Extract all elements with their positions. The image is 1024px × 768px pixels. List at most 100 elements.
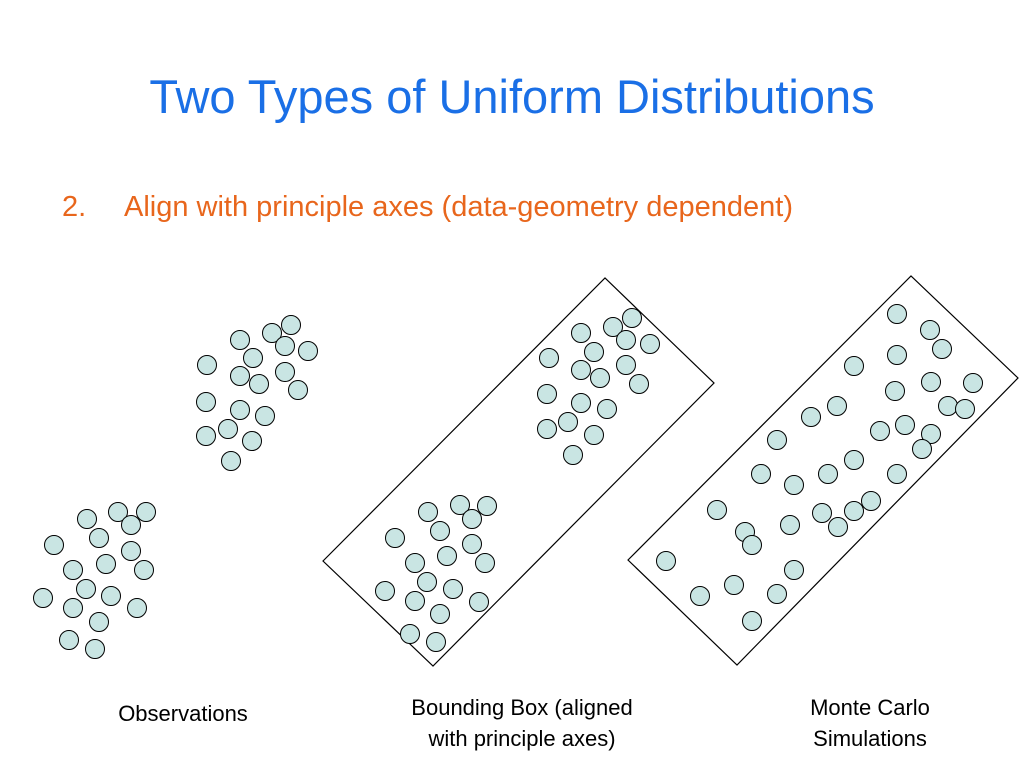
monte-carlo-point <box>751 464 771 484</box>
monte-carlo-point <box>844 356 864 376</box>
monte-carlo-point <box>932 339 952 359</box>
bounding-box-point <box>405 591 425 611</box>
observation-point <box>101 586 121 606</box>
monte-carlo-point <box>767 430 787 450</box>
observation-point <box>197 355 217 375</box>
bounding-box-point <box>571 323 591 343</box>
bounding-box-point <box>571 360 591 380</box>
bounding-box-point <box>603 317 623 337</box>
monte-carlo-point <box>767 584 787 604</box>
observations-label-text: Observations <box>118 701 248 726</box>
bounding-box-point <box>597 399 617 419</box>
monte-carlo-point <box>963 373 983 393</box>
bounding-box-label-line-2: with principle axes) <box>428 726 616 751</box>
observation-point <box>196 426 216 446</box>
observation-point <box>243 348 263 368</box>
bounding-box-point <box>590 368 610 388</box>
monte-carlo-point <box>818 464 838 484</box>
bounding-box-point <box>629 374 649 394</box>
bounding-box-label: Bounding Box (aligned with principle axe… <box>372 692 672 754</box>
observation-point <box>221 451 241 471</box>
monte-carlo-point <box>784 475 804 495</box>
monte-carlo-point <box>828 517 848 537</box>
bounding-box-point <box>584 342 604 362</box>
monte-carlo-label-line-1: Monte Carlo <box>810 695 930 720</box>
monte-carlo-point <box>861 491 881 511</box>
monte-carlo-point <box>827 396 847 416</box>
observation-point <box>77 509 97 529</box>
observation-point <box>275 336 295 356</box>
monte-carlo-point <box>895 415 915 435</box>
monte-carlo-point <box>742 611 762 631</box>
bounding-box-point <box>640 334 660 354</box>
bullet-text: Align with principle axes (data-geometry… <box>124 191 793 223</box>
observation-point <box>63 598 83 618</box>
observation-point <box>298 341 318 361</box>
observations-point-cloud <box>33 315 318 659</box>
observation-point <box>89 528 109 548</box>
bounding-box-point <box>622 308 642 328</box>
observation-point <box>85 639 105 659</box>
bounding-box-point <box>437 546 457 566</box>
bounding-box-point <box>584 425 604 445</box>
monte-carlo-point <box>707 500 727 520</box>
observation-point <box>89 612 109 632</box>
monte-carlo-point <box>801 407 821 427</box>
bounding-box-point <box>462 509 482 529</box>
monte-carlo-point <box>690 586 710 606</box>
bounding-box-point <box>375 581 395 601</box>
observation-point <box>33 588 53 608</box>
bounding-box-point <box>450 495 470 515</box>
bounding-box-point <box>616 330 636 350</box>
observation-point <box>242 431 262 451</box>
bounding-box-point <box>462 534 482 554</box>
monte-carlo-point <box>844 501 864 521</box>
observation-point <box>218 419 238 439</box>
bounding-box-point <box>539 348 559 368</box>
observation-point <box>281 315 301 335</box>
bounding-box-point <box>616 355 636 375</box>
observation-point <box>275 362 295 382</box>
observation-point <box>230 366 250 386</box>
monte-carlo-point <box>938 396 958 416</box>
monte-carlo-point <box>955 399 975 419</box>
monte-carlo-point <box>724 575 744 595</box>
bounding-box-point <box>430 604 450 624</box>
bounding-box-point <box>426 632 446 652</box>
monte-carlo-label-line-2: Simulations <box>813 726 927 751</box>
monte-carlo-point <box>887 345 907 365</box>
monte-carlo-point <box>887 304 907 324</box>
observation-point <box>230 400 250 420</box>
monte-carlo-point <box>780 515 800 535</box>
monte-carlo-point <box>921 372 941 392</box>
monte-carlo-point <box>844 450 864 470</box>
slide-title: Two Types of Uniform Distributions <box>149 70 875 123</box>
observation-point <box>59 630 79 650</box>
bounding-box-point <box>430 521 450 541</box>
bounding-box-point <box>418 502 438 522</box>
bounding-box-label-line-1: Bounding Box (aligned <box>411 695 633 720</box>
bounding-box-point <box>469 592 489 612</box>
bounding-box-point <box>537 384 557 404</box>
observation-point <box>63 560 83 580</box>
observation-point <box>44 535 64 555</box>
monte-carlo-point <box>920 320 940 340</box>
observations-label: Observations <box>33 698 333 729</box>
bounding-box-point <box>563 445 583 465</box>
observation-point <box>288 380 308 400</box>
monte-carlo-point <box>742 535 762 555</box>
observation-point <box>134 560 154 580</box>
observation-point <box>121 515 141 535</box>
observation-point <box>262 323 282 343</box>
observation-point <box>249 374 269 394</box>
bounding-box-point <box>405 553 425 573</box>
observation-point <box>196 392 216 412</box>
bounding-box-point <box>571 393 591 413</box>
bounding-box-point <box>477 496 497 516</box>
monte-carlo-point <box>921 424 941 444</box>
monte-carlo-point <box>887 464 907 484</box>
observation-point <box>121 541 141 561</box>
monte-carlo-panel <box>627 275 1019 666</box>
